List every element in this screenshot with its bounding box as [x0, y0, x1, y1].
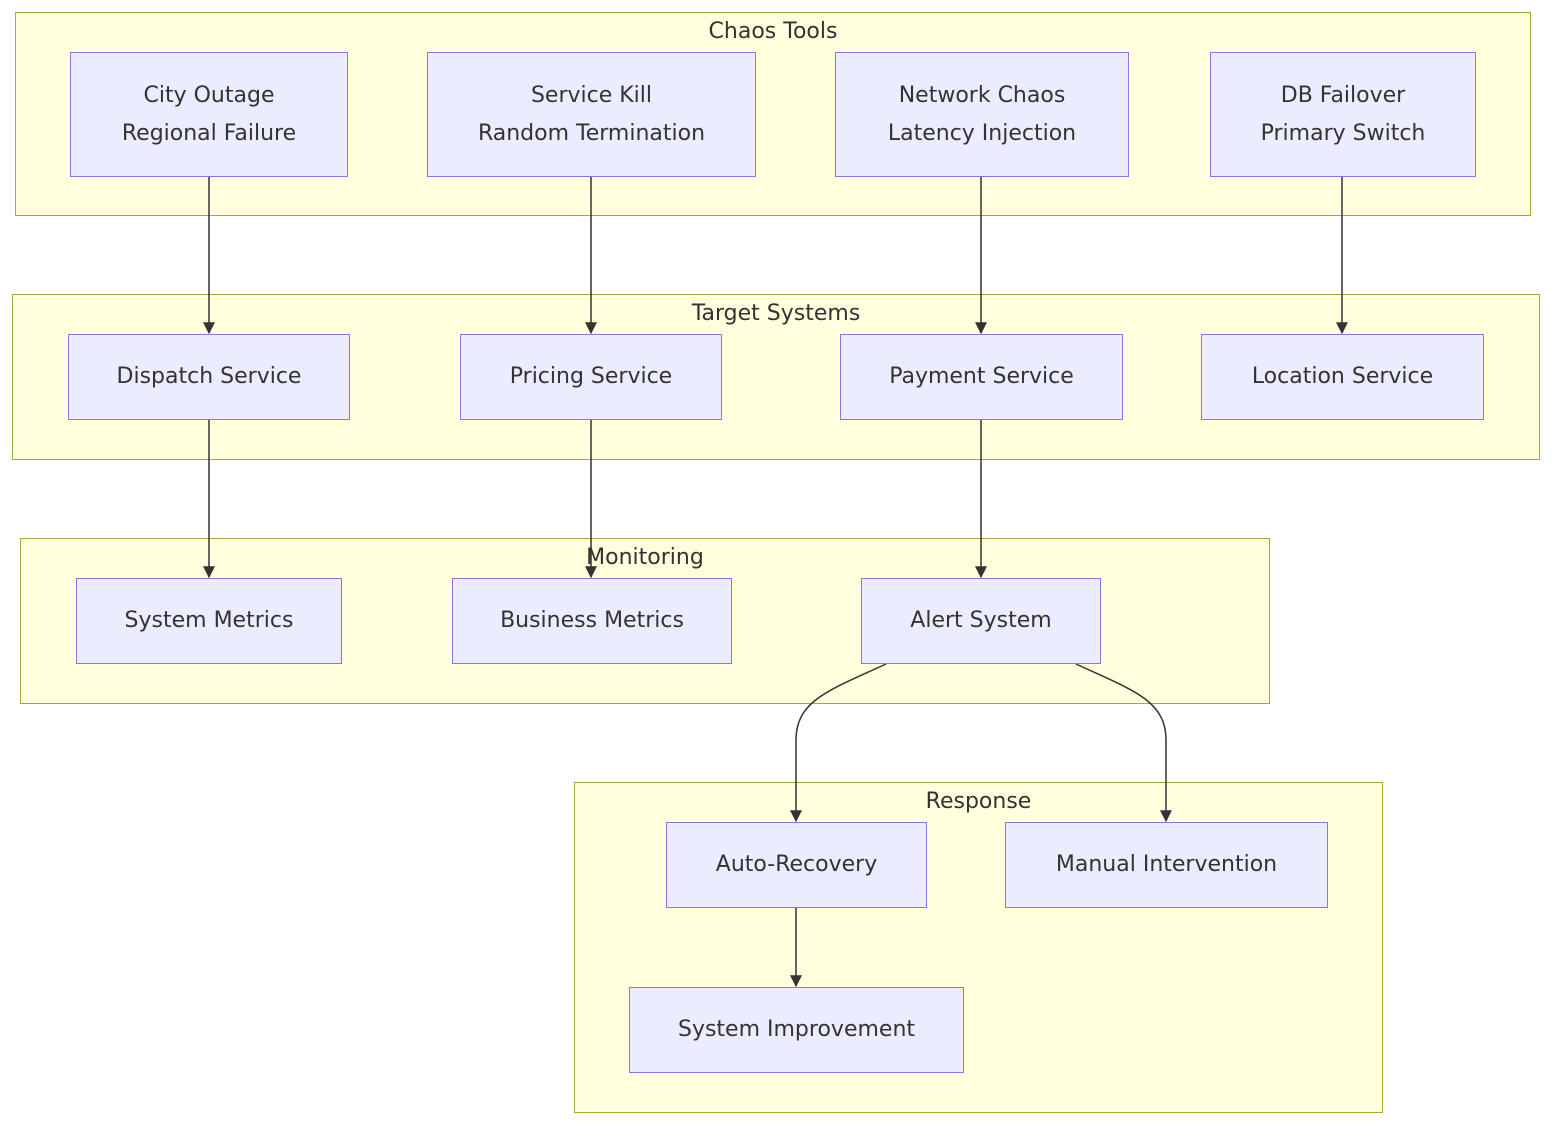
node-payment-service[interactable]: Payment Service [840, 334, 1123, 420]
node-db-failover-title: DB Failover [1280, 82, 1406, 108]
node-auto-recovery-label: Auto-Recovery [715, 852, 878, 877]
node-service-kill-subtitle: Random Termination [477, 120, 706, 146]
node-pricing-service-label: Pricing Service [509, 364, 673, 389]
cluster-label-chaos-tools: Chaos Tools [708, 19, 838, 44]
node-system-metrics-label: System Metrics [124, 608, 294, 633]
edge-alert-to-manual-intervention [1075, 663, 1172, 823]
cluster-label-response: Response [925, 789, 1032, 814]
node-network-chaos-title: Network Chaos [898, 82, 1066, 108]
node-manual-intervention[interactable]: Manual Intervention [1005, 822, 1328, 908]
node-network-chaos-subtitle: Latency Injection [887, 120, 1077, 146]
node-system-improvement-label: System Improvement [677, 1017, 916, 1042]
node-auto-recovery[interactable]: Auto-Recovery [666, 822, 927, 908]
node-alert-system[interactable]: Alert System [861, 578, 1101, 664]
node-business-metrics-label: Business Metrics [500, 608, 684, 633]
node-city-outage[interactable]: City Outage Regional Failure [70, 52, 348, 177]
node-system-metrics[interactable]: System Metrics [76, 578, 342, 664]
node-system-improvement[interactable]: System Improvement [629, 987, 964, 1073]
node-pricing-service[interactable]: Pricing Service [460, 334, 722, 420]
node-alert-system-label: Alert System [910, 608, 1052, 633]
cluster-label-target-systems: Target Systems [691, 301, 861, 326]
node-location-service-label: Location Service [1251, 364, 1434, 389]
node-city-outage-title: City Outage [143, 82, 275, 108]
node-dispatch-service-label: Dispatch Service [116, 364, 302, 389]
node-business-metrics[interactable]: Business Metrics [452, 578, 732, 664]
node-location-service[interactable]: Location Service [1201, 334, 1484, 420]
node-payment-service-label: Payment Service [889, 364, 1074, 389]
node-db-failover[interactable]: DB Failover Primary Switch [1210, 52, 1476, 177]
edge-alert-to-auto-recovery [790, 663, 887, 823]
node-db-failover-subtitle: Primary Switch [1260, 120, 1426, 146]
node-network-chaos[interactable]: Network Chaos Latency Injection [835, 52, 1129, 177]
cluster-label-monitoring: Monitoring [586, 545, 704, 570]
node-service-kill-title: Service Kill [530, 82, 653, 108]
node-city-outage-subtitle: Regional Failure [121, 120, 297, 146]
node-dispatch-service[interactable]: Dispatch Service [68, 334, 350, 420]
node-manual-intervention-label: Manual Intervention [1055, 852, 1278, 877]
node-service-kill[interactable]: Service Kill Random Termination [427, 52, 756, 177]
